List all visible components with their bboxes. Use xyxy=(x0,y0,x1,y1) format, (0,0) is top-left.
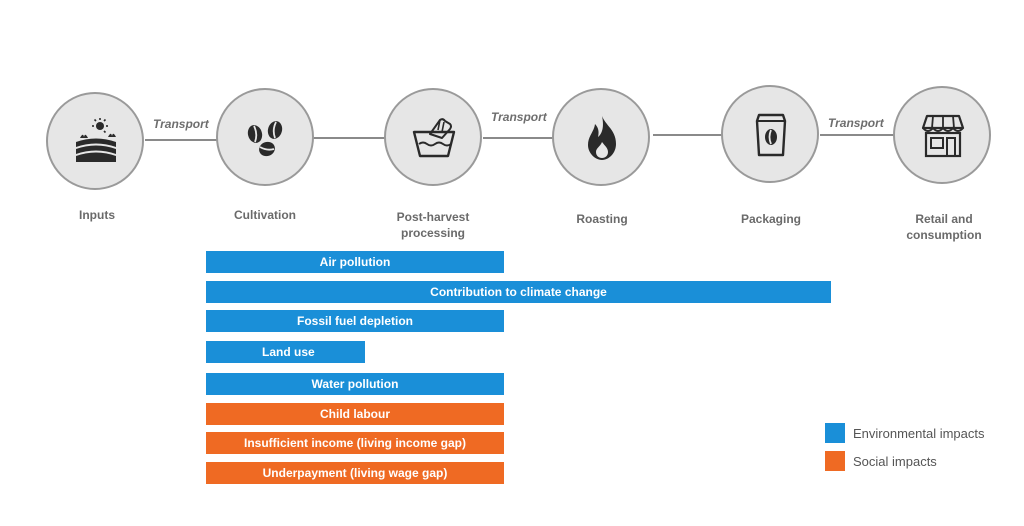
impact-bar-child-labour: Child labour xyxy=(206,403,504,425)
legend-swatch-environmental xyxy=(825,423,845,443)
impact-bar-water-pollution: Water pollution xyxy=(206,373,504,395)
stage-post-harvest xyxy=(384,88,482,186)
connector-line xyxy=(313,137,385,139)
impact-bar-climate-change: Contribution to climate change xyxy=(206,281,831,303)
legend-swatch-social xyxy=(825,451,845,471)
impact-bar-living-wage-gap: Underpayment (living wage gap) xyxy=(206,462,504,484)
shop-icon xyxy=(921,114,965,158)
washing-basin-icon xyxy=(412,118,456,158)
stage-label-inputs: Inputs xyxy=(79,208,115,222)
coffee-beans-icon xyxy=(247,121,283,157)
stage-label-post-harvest: Post-harvest processing xyxy=(396,210,470,240)
farm-field-icon xyxy=(76,118,116,162)
connector-line xyxy=(820,134,894,136)
stage-retail xyxy=(893,86,991,184)
impact-bar-fossil-fuel: Fossil fuel depletion xyxy=(206,310,504,332)
impact-bar-living-income-gap: Insufficient income (living income gap) xyxy=(206,432,504,454)
stage-label-retail: Retail and consumption xyxy=(906,212,982,242)
stage-inputs xyxy=(46,92,144,190)
transport-label: Transport xyxy=(153,117,209,131)
connector-line xyxy=(483,137,555,139)
coffee-bag-icon xyxy=(755,113,787,157)
connector-line xyxy=(145,139,217,141)
impact-bar-land-use: Land use xyxy=(206,341,365,363)
impact-bar-air-pollution: Air pollution xyxy=(206,251,504,273)
legend-environmental: Environmental impacts xyxy=(825,423,985,443)
transport-label: Transport xyxy=(491,110,547,124)
stage-label-cultivation: Cultivation xyxy=(234,208,296,222)
legend-social: Social impacts xyxy=(825,451,937,471)
flame-icon xyxy=(588,116,616,160)
stage-packaging xyxy=(721,85,819,183)
connector-line xyxy=(653,134,725,136)
stage-roasting xyxy=(552,88,650,186)
legend-label: Environmental impacts xyxy=(853,425,985,441)
transport-label: Transport xyxy=(828,116,884,130)
legend-label: Social impacts xyxy=(853,453,937,469)
stage-label-packaging: Packaging xyxy=(740,212,802,226)
stage-cultivation xyxy=(216,88,314,186)
stage-label-roasting: Roasting xyxy=(576,212,628,226)
